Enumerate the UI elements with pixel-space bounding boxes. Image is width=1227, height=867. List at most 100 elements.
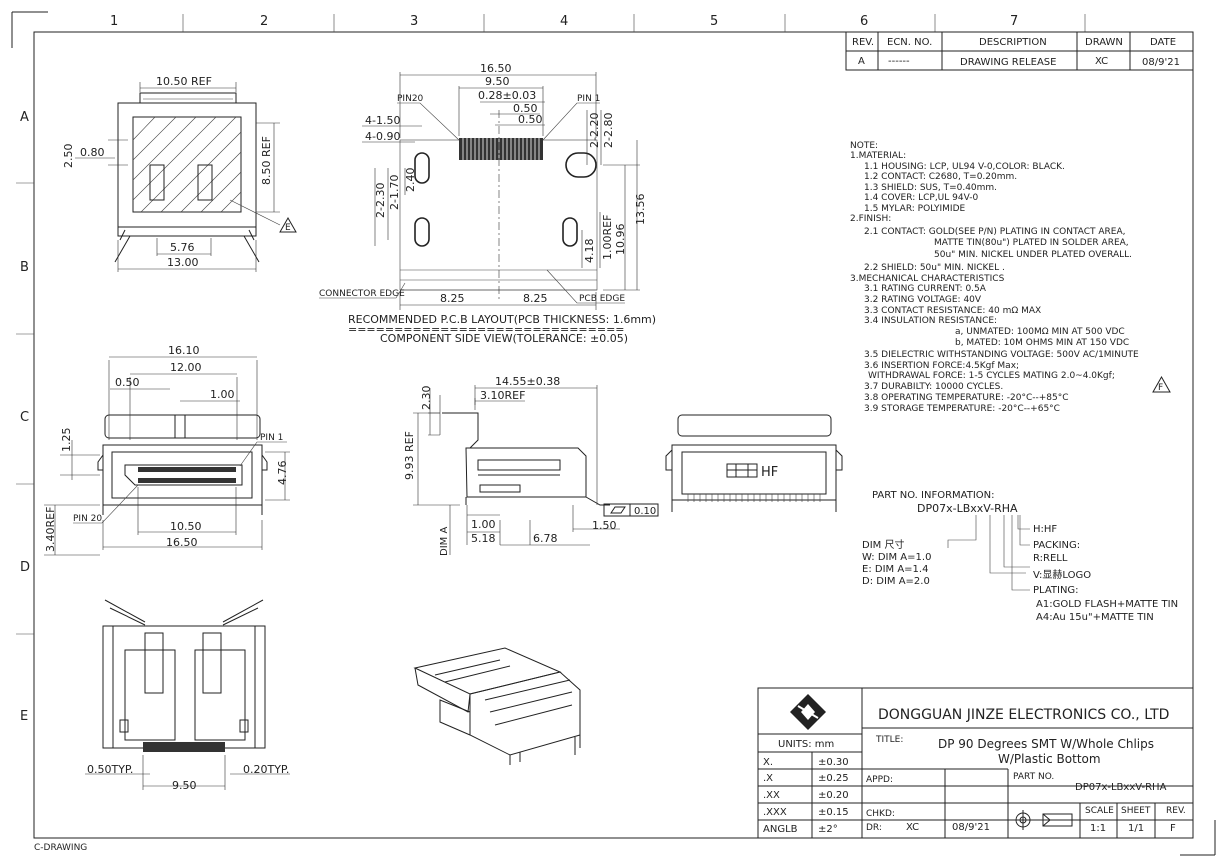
pcb-dim-9-50: 9.50 [485,75,510,88]
note-line: 1.3 SHIELD: SUS, T=0.40mm. [864,183,997,193]
rev-label: REV. [1166,806,1186,816]
note-line: NOTE: [850,141,878,151]
front-dim-16-10: 16.10 [168,344,200,357]
part-no-code: DP07x-LBxxV-RHA [917,502,1018,515]
tol-value-angle: ±2° [818,824,838,835]
note-line: a, UNMATED: 100MΩ MIN AT 500 VDC [955,327,1125,337]
pcb-dim-0-50-b: 0.50 [518,113,543,126]
note-line: 3.3 CONTACT RESISTANCE: 40 mΩ MAX [864,306,1041,316]
side-dim-2-30: 2.30 [420,386,433,411]
front-dim-16-50: 16.50 [166,536,198,549]
top-dim-13-00: 13.00 [167,256,199,269]
pcb-connector-edge: CONNECTOR EDGE [319,289,405,299]
rev-value-desc: DRAWING RELEASE [960,57,1056,68]
note-line: 3.4 INSULATION RESISTANCE: [864,316,997,326]
grid-row-d: D [20,560,30,575]
front-pin1-label: PIN 1 [260,433,283,443]
part-no-packing: PACKING: [1033,540,1080,551]
part-no-dim-w: W: DIM A=1.0 [862,552,931,563]
pcb-layout: 16.50 9.50 0.28±0.03 0.50 0.50 PIN20 PIN… [319,62,656,345]
note-line: 3.2 RATING VOLTAGE: 40V [864,295,982,305]
top-dim-8-50-ref: 8.50 REF [260,136,273,185]
grid-col-6: 6 [860,14,868,29]
tol-value-dxx: ±0.20 [818,790,849,801]
grid-ticks [16,14,1086,635]
rev-value-drawn: XC [1095,56,1108,67]
tol-label-dx: .X [763,773,773,784]
part-no-dim-head: DIM 尺寸 [862,538,904,551]
grid-col-7: 7 [1010,14,1018,29]
grid-col-4: 4 [560,14,568,29]
part-no-value: DP07x-LBxxV-RHA [1075,782,1167,793]
note-line: 2.2 SHIELD: 50u" MIN. NICKEL . [864,263,1005,273]
rev-value-ecn: ------ [888,56,910,67]
pcb-dim-4-0-90: 4-0.90 [365,130,400,143]
note-line: 1.4 COVER: LCP,UL 94V-0 [864,193,978,203]
jinze-logo-icon [726,463,758,478]
front-dim-3-40ref: 3.40REF [44,507,57,552]
tol-value-dxxx: ±0.15 [818,807,849,818]
grid-row-b: B [20,260,29,275]
pcb-dim-4-1-50: 4-1.50 [365,114,400,127]
note-line: 3.7 DURABILTY: 10000 CYCLES. [864,382,1003,392]
revision-flag-f: F [1158,383,1163,393]
note-line: MATTE TIN(80u") PLATED IN SOLDER AREA, [934,238,1129,248]
note-line: b, MATED: 10M OHMS MIN AT 150 VDC [955,338,1129,348]
pcb-pin1-label: PIN 1 [577,94,600,104]
title-line-1: DP 90 Degrees SMT W/Whole Chlips [938,737,1154,751]
top-flag-e-icon [279,216,297,233]
note-line: 3.MECHANICAL CHARACTERISTICS [850,274,1005,284]
tol-label-dxxx: .XXX [763,807,787,818]
pcb-dim-2-40: 2.40 [404,168,417,193]
note-line: 3.5 DIELECTRIC WITHSTANDING VOLTAGE: 500… [864,350,1139,360]
note-line: 50u" MIN. NICKEL UNDER PLATED OVERALL. [934,250,1132,260]
rev-header-drawn: DRAWN [1085,37,1123,48]
front-dim-10-50: 10.50 [170,520,202,533]
pcb-dim-8-25-b: 8.25 [523,292,548,305]
grid-col-3: 3 [410,14,418,29]
pcb-dim-10-96: 10.96 [614,224,627,256]
side-view: 14.55±0.38 3.10REF 2.30 9.93 REF 0.10 1.… [403,375,659,556]
pcb-dim-2-2-20: 2-2.20 [588,113,601,148]
pcb-pin-array [459,138,543,160]
footer-c-drawing: C-DRAWING [34,843,87,853]
note-line: 2.FINISH: [850,214,891,224]
grid-col-5: 5 [710,14,718,29]
side-dim-5-18: 5.18 [471,532,496,545]
front-dim-1-00: 1.00 [210,388,235,401]
tol-value-dx: ±0.25 [818,773,849,784]
note-line: 1.1 HOUSING: LCP, UL94 V-0,COLOR: BLACK. [864,162,1065,172]
projection-symbol-icon [1013,810,1073,830]
units-label: UNITS: mm [778,739,834,750]
part-no-label: PART NO. [1013,772,1054,782]
part-no-hf: H:HF [1033,524,1057,535]
dr-date: 08/9'21 [952,822,990,833]
company-logo-icon [790,694,826,730]
pcb-separator: ============================== [348,323,625,336]
rev-value: F [1170,823,1176,834]
note-line: 3.6 INSERTION FORCE:4.5Kgf Max; [864,361,1019,371]
pcb-caption: RECOMMENDED P.C.B LAYOUT(PCB THICKNESS: … [348,313,656,326]
part-no-plating: PLATING: [1033,585,1079,596]
part-no-plating-a4: A4:Au 15u"+MATTE TIN [1036,612,1154,623]
pcb-dim-2-2-30: 2-2.30 [374,183,387,218]
scale-label: SCALE [1085,806,1114,816]
pcb-dim-2-2-80: 2-2.80 [602,113,615,148]
side-dim-a: DIM A [439,527,450,556]
front-pin20-label: PIN 20 [73,514,102,524]
part-no-plating-a1: A1:GOLD FLASH+MATTE TIN [1036,599,1178,610]
pcb-dim-8-25-a: 8.25 [440,292,465,305]
grid-row-e: E [20,709,28,724]
grid-row-a: A [20,110,29,125]
top-dim-5-76: 5.76 [170,241,195,254]
front-dim-1-25: 1.25 [60,428,73,453]
top-dim-0-80: 0.80 [80,146,105,159]
note-line: 1.MATERIAL: [850,151,906,161]
isometric-view [413,647,581,765]
pcb-pin20-label: PIN20 [397,94,424,104]
rev-header-date: DATE [1150,37,1176,48]
tol-label-x: X. [763,757,773,768]
part-no-dim-e: E: DIM A=1.4 [862,564,928,575]
pcb-dim-1-00ref: 1.00REF [601,215,614,260]
grid-row-c: C [20,410,29,425]
